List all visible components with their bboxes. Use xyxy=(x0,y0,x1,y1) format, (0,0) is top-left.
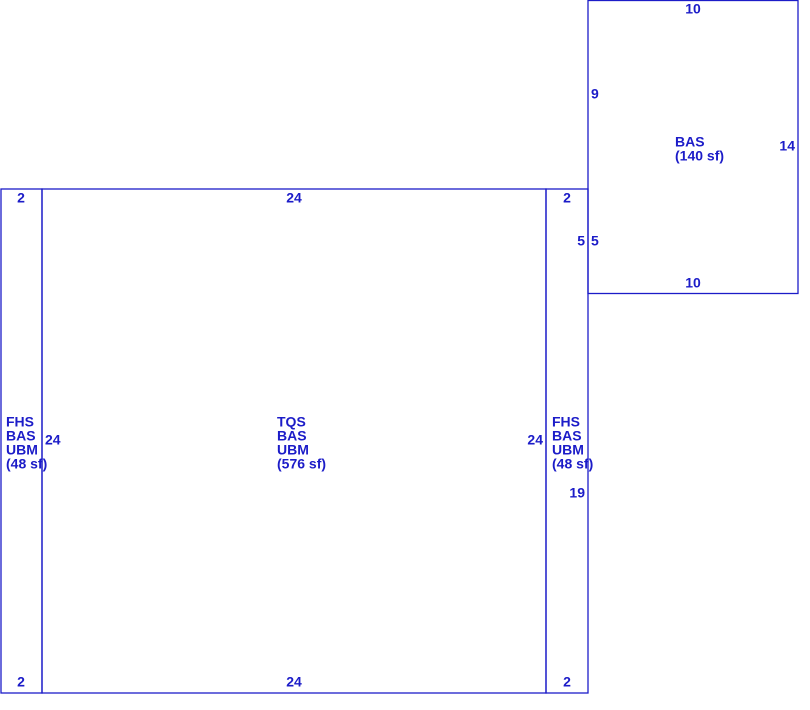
addition-right-dimension: 14 xyxy=(779,138,795,154)
main-area-code-1: TQS xyxy=(277,414,306,430)
addition-left-upper-dimension: 9 xyxy=(591,86,599,102)
right-wing-lower-dimension: 19 xyxy=(569,485,585,501)
right-wing-top-dimension: 2 xyxy=(563,190,571,206)
left-wing-top-dimension: 2 xyxy=(17,190,25,206)
left-wing-code-3: UBM xyxy=(6,442,38,458)
right-wing-outline xyxy=(545,188,589,694)
main-area-code-2: BAS xyxy=(277,428,307,444)
right-wing-bottom-dimension: 2 xyxy=(563,674,571,690)
right-wing-code-1: FHS xyxy=(552,414,580,430)
left-wing-right-dimension: 24 xyxy=(45,432,61,448)
right-wing-code-2: BAS xyxy=(552,428,582,444)
left-wing-bottom-dimension: 2 xyxy=(17,674,25,690)
main-top-dimension: 24 xyxy=(286,190,302,206)
addition-top-dimension: 10 xyxy=(685,1,701,17)
main-area-area: (576 sf) xyxy=(277,456,326,472)
main-right-dimension: 24 xyxy=(527,432,543,448)
addition-code: BAS xyxy=(675,134,705,150)
left-wing-code-2: BAS xyxy=(6,428,36,444)
left-wing-code-1: FHS xyxy=(6,414,34,430)
main-bottom-dimension: 24 xyxy=(286,674,302,690)
right-wing-upper-dimension: 5 xyxy=(577,233,585,249)
addition-left-lower-dimension: 5 xyxy=(591,233,599,249)
main-area-code-3: UBM xyxy=(277,442,309,458)
addition-outline xyxy=(587,0,799,295)
right-wing-area: (48 sf) xyxy=(552,456,593,472)
addition-bottom-dimension: 10 xyxy=(685,275,701,291)
right-wing-code-3: UBM xyxy=(552,442,584,458)
left-wing-area: (48 sf) xyxy=(6,456,47,472)
addition-area: (140 sf) xyxy=(675,148,724,164)
